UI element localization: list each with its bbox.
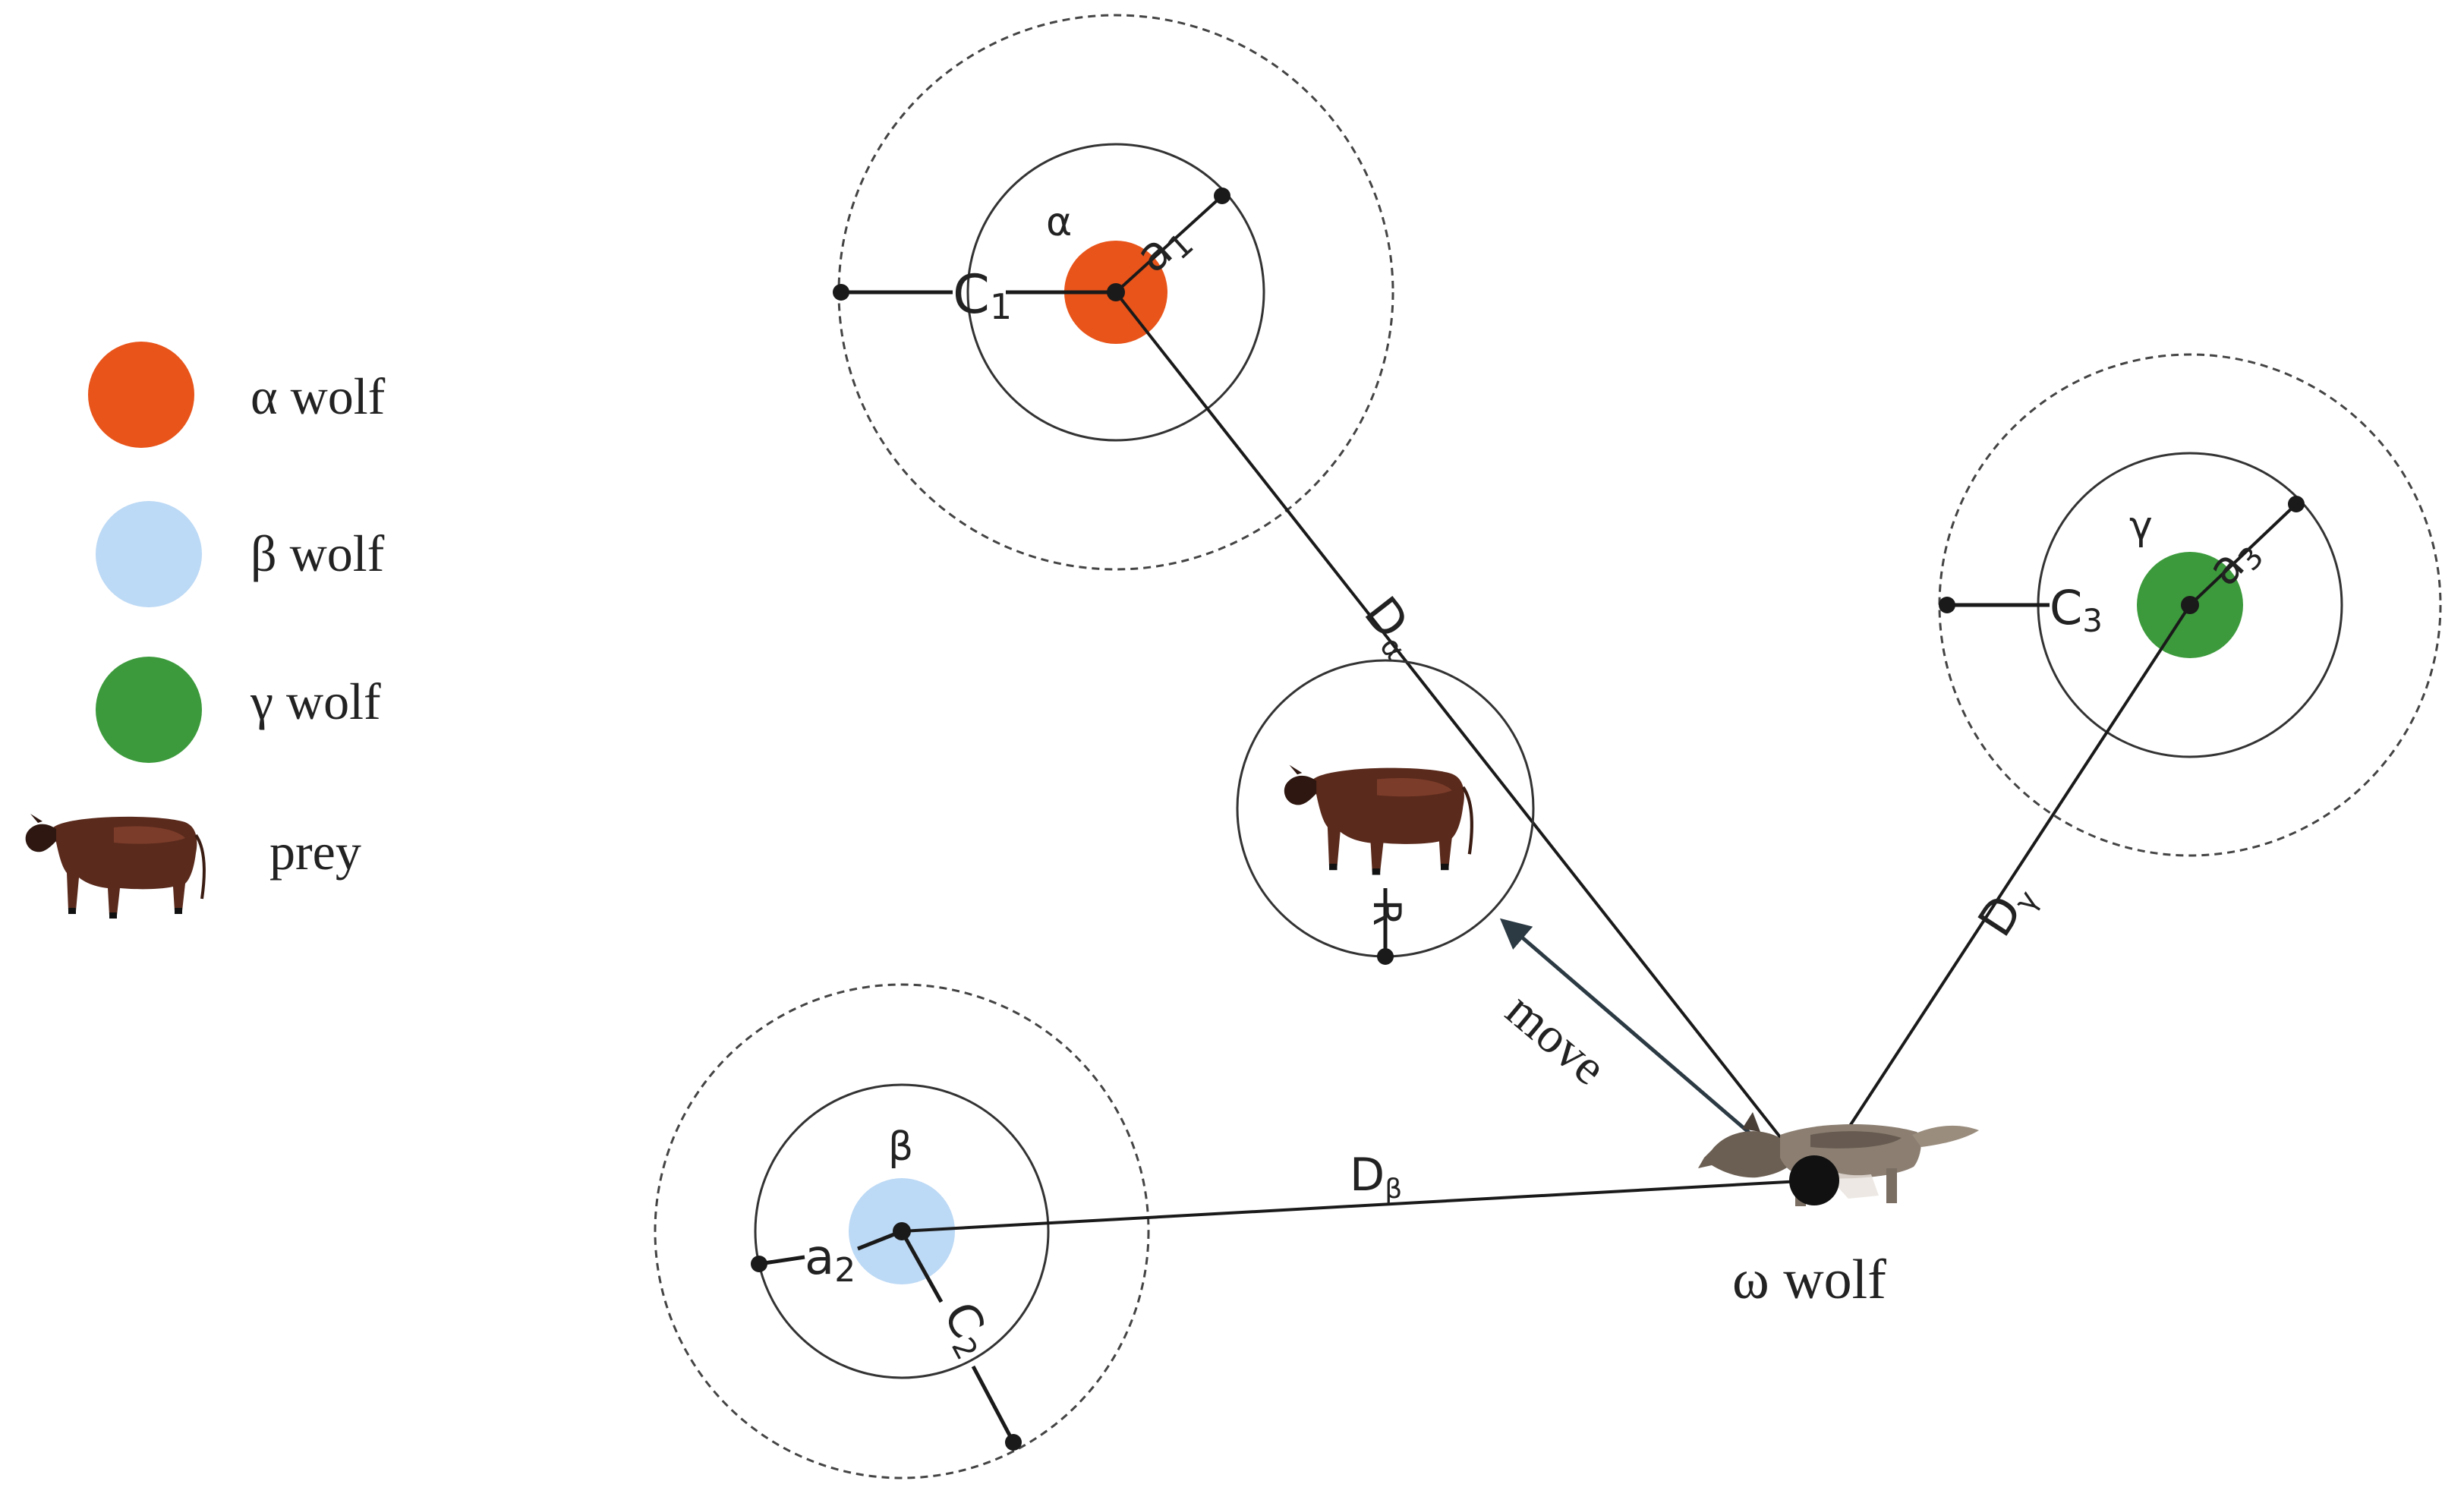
legend-alpha-label: α wolf (250, 367, 386, 425)
d-beta-line (901, 1179, 1815, 1233)
d-beta-label: Dβ (1350, 1149, 1402, 1205)
legend-prey-label: prey (269, 823, 361, 881)
move-label: move (1495, 982, 1616, 1096)
d-alpha-line (1114, 291, 1816, 1182)
alpha-inner-ring (966, 143, 1265, 442)
legend-prey-cow-icon (24, 812, 206, 920)
omega-wolf-dot (1789, 1155, 1839, 1205)
legend-gamma-label: γ wolf (250, 673, 381, 730)
beta-inner-ring (754, 1083, 1050, 1379)
gamma-outer-ring (1938, 353, 2442, 857)
d-gamma-label: Dγ (1967, 871, 2045, 947)
alpha-greek-label: α (1046, 200, 1072, 245)
legend-beta-label: β wolf (250, 525, 385, 582)
legend-beta-swatch (96, 501, 202, 607)
omega-wolf-group: ω wolf (1698, 1112, 1979, 1311)
beta-outer-ring (654, 983, 1150, 1480)
gamma-greek-label: γ (2129, 503, 2153, 549)
d-alpha-label: Dα (1351, 586, 1432, 666)
prey-radius-label: R (1365, 900, 1409, 926)
legend-alpha-swatch (88, 342, 194, 448)
distance-lines: Dα Dγ Dβ (901, 291, 2191, 1233)
d-gamma-line (1813, 603, 2191, 1182)
beta-greek-label: β (888, 1124, 913, 1170)
alpha-wolf-group: C1 a1 α (833, 14, 1394, 571)
legend-gamma-swatch (96, 657, 202, 763)
legend: α wolf β wolf γ wolf prey (24, 342, 386, 920)
omega-wolf-label: ω wolf (1732, 1249, 1886, 1311)
omega-wolf-icon (1698, 1112, 1979, 1206)
prey-group: R (1236, 659, 1535, 965)
alpha-c1-label: C1 (953, 263, 1012, 327)
beta-c2-label: C2 (929, 1294, 1004, 1366)
beta-a2-label: a2 (805, 1230, 855, 1290)
gamma-c3-label: C3 (2050, 580, 2103, 639)
prey-cow-icon (1284, 765, 1472, 875)
gamma-wolf-group: C3 a3 γ (1938, 353, 2442, 857)
